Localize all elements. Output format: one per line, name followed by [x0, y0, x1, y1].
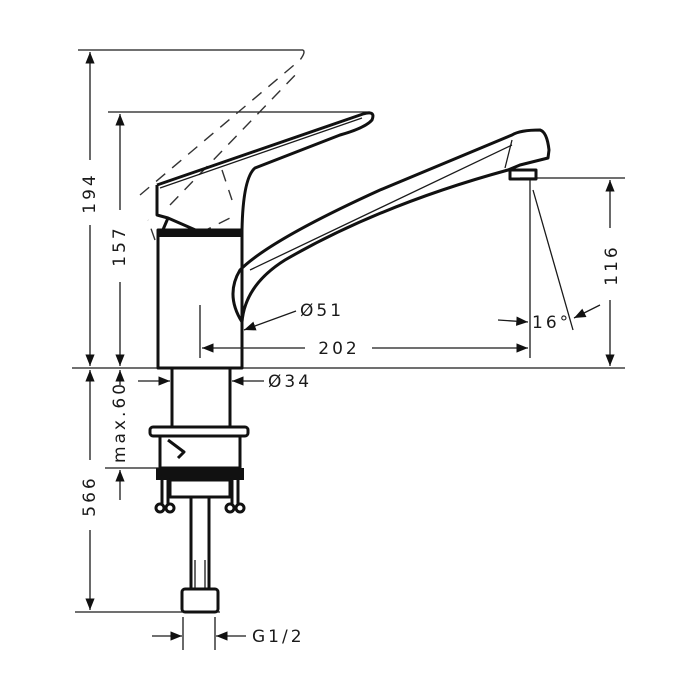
hose	[189, 495, 211, 591]
label-hose-length: 566	[80, 475, 100, 516]
spout	[231, 128, 551, 323]
label-spray-angle: 16°	[532, 313, 571, 333]
faucet	[155, 111, 551, 370]
dimension-lines	[85, 52, 615, 650]
mounting-nut	[156, 468, 244, 480]
handle	[155, 111, 375, 234]
body-band	[158, 230, 242, 237]
label-shank-diameter: Ø34	[268, 372, 312, 392]
handle-raised-position	[139, 49, 305, 241]
label-height-spout: 157	[110, 225, 130, 266]
shank	[170, 366, 232, 429]
label-thread: G1/2	[252, 627, 305, 647]
label-height-total: 194	[80, 172, 100, 213]
label-max-thickness: max.60	[110, 381, 130, 463]
label-body-diameter: Ø51	[300, 301, 344, 321]
label-outlet-height: 116	[602, 244, 622, 285]
hose-nut	[180, 587, 220, 614]
aerator	[508, 168, 538, 181]
label-reach: 202	[318, 339, 359, 359]
mounting-assembly	[148, 366, 250, 614]
